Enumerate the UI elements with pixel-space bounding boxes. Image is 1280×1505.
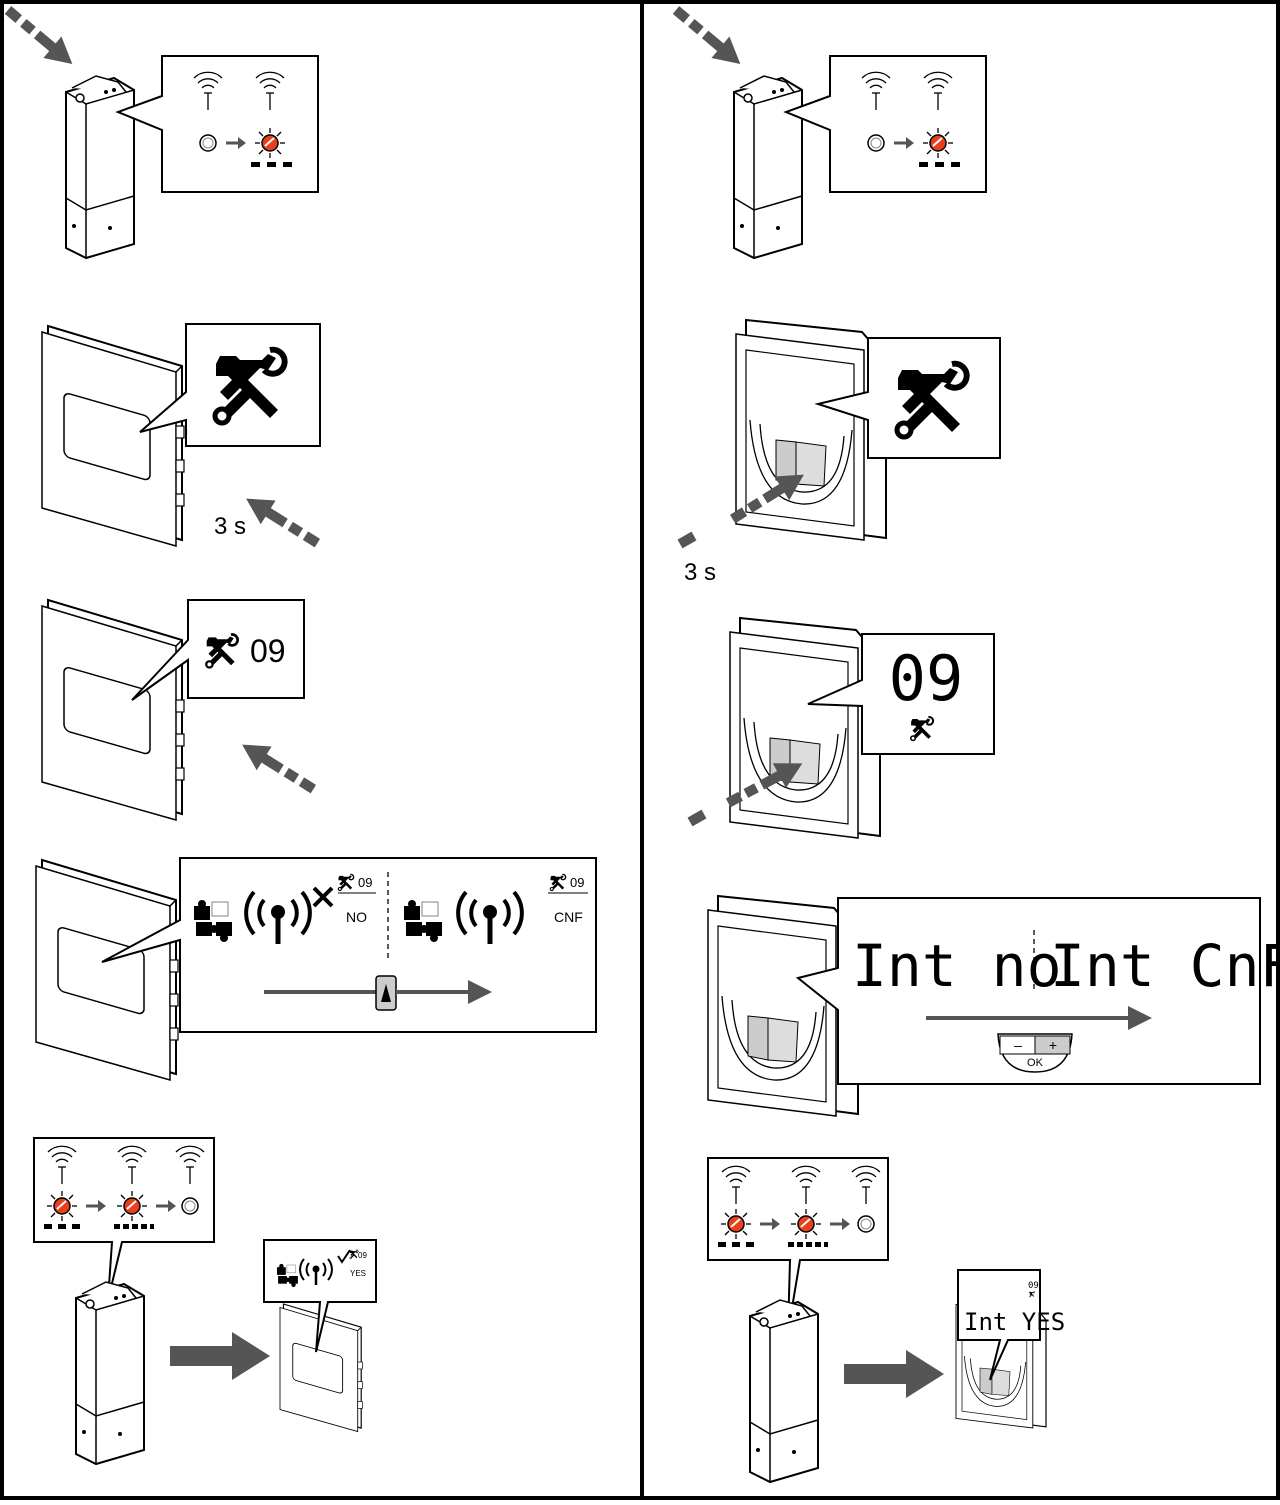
transceiver-icon [65,75,135,259]
arrow-icon [667,0,749,75]
press-duration: 3 s [684,559,716,586]
led-off-icon [199,134,217,152]
result-code: 09 [1028,1281,1039,1291]
parameter-code: 09 [250,633,286,669]
right-step1 [667,0,987,259]
right-step2: 3 s [677,319,1001,586]
left-step5: 09 YES [33,1137,377,1465]
blink-pattern-3 [251,162,292,167]
plus-button[interactable] [1034,1035,1071,1055]
check-icon [337,1249,351,1264]
thermostat-icon [41,599,185,821]
right-step5: 09 Int YES [707,1157,1065,1483]
transceiver-icon [749,1299,819,1483]
led-blinking-icon [790,1208,822,1240]
led-blinking-icon [254,127,286,159]
option-no: Int no [852,932,1062,1000]
led-blinking-icon [922,127,954,159]
blink-pattern-5 [788,1242,828,1247]
left-step4: 09 NO 09 CNF [35,857,597,1081]
led-callout [783,55,987,193]
left-step1 [0,0,319,259]
option-cnf: CNF [554,909,583,925]
thermostat-icon [729,617,881,839]
led-blinking-icon [46,1190,78,1222]
left-step2: 3 s [41,323,325,555]
cross-icon [312,886,334,908]
led-off-icon [867,134,885,152]
option-callout [795,897,1261,1085]
arrow-icon [239,487,325,555]
led-blinking-icon [116,1190,148,1222]
thermostat-icon [35,859,179,1081]
ok-label: OK [1027,1057,1044,1069]
parameter-code: 09 [889,642,964,715]
led-callout [33,1137,215,1301]
transceiver-icon [733,75,803,259]
arrow-icon [235,733,321,801]
left-step3: 09 [41,599,321,821]
led-callout [115,55,319,193]
code-callout [807,633,995,755]
led-blinking-icon [720,1208,752,1240]
option-code: 09 [358,875,372,890]
led-off-icon [181,1197,199,1215]
blink-pattern-3 [919,162,960,167]
result-text: Int YES [964,1308,1065,1336]
arrow-icon [0,0,81,75]
blink-pattern-3 [44,1224,80,1229]
result-callout [957,1269,1041,1381]
press-duration: 3 s [214,513,246,540]
led-off-icon [857,1215,875,1233]
result-code: 09 [358,1251,367,1260]
thermostat-icon [41,325,185,547]
option-cnf: Int CnF [1050,932,1280,1000]
blink-pattern-5 [114,1224,154,1229]
blink-pattern-3 [718,1242,754,1247]
result-text: YES [350,1269,366,1278]
option-no: NO [346,909,367,925]
option-code: 09 [570,875,584,890]
minus-label: – [1014,1037,1022,1053]
transceiver-icon [75,1281,145,1465]
right-step4: Int no Int CnF – + OK [707,895,1280,1117]
arrow-icon [468,980,492,1004]
right-step3: 09 [687,617,995,839]
plus-label: + [1049,1037,1057,1053]
